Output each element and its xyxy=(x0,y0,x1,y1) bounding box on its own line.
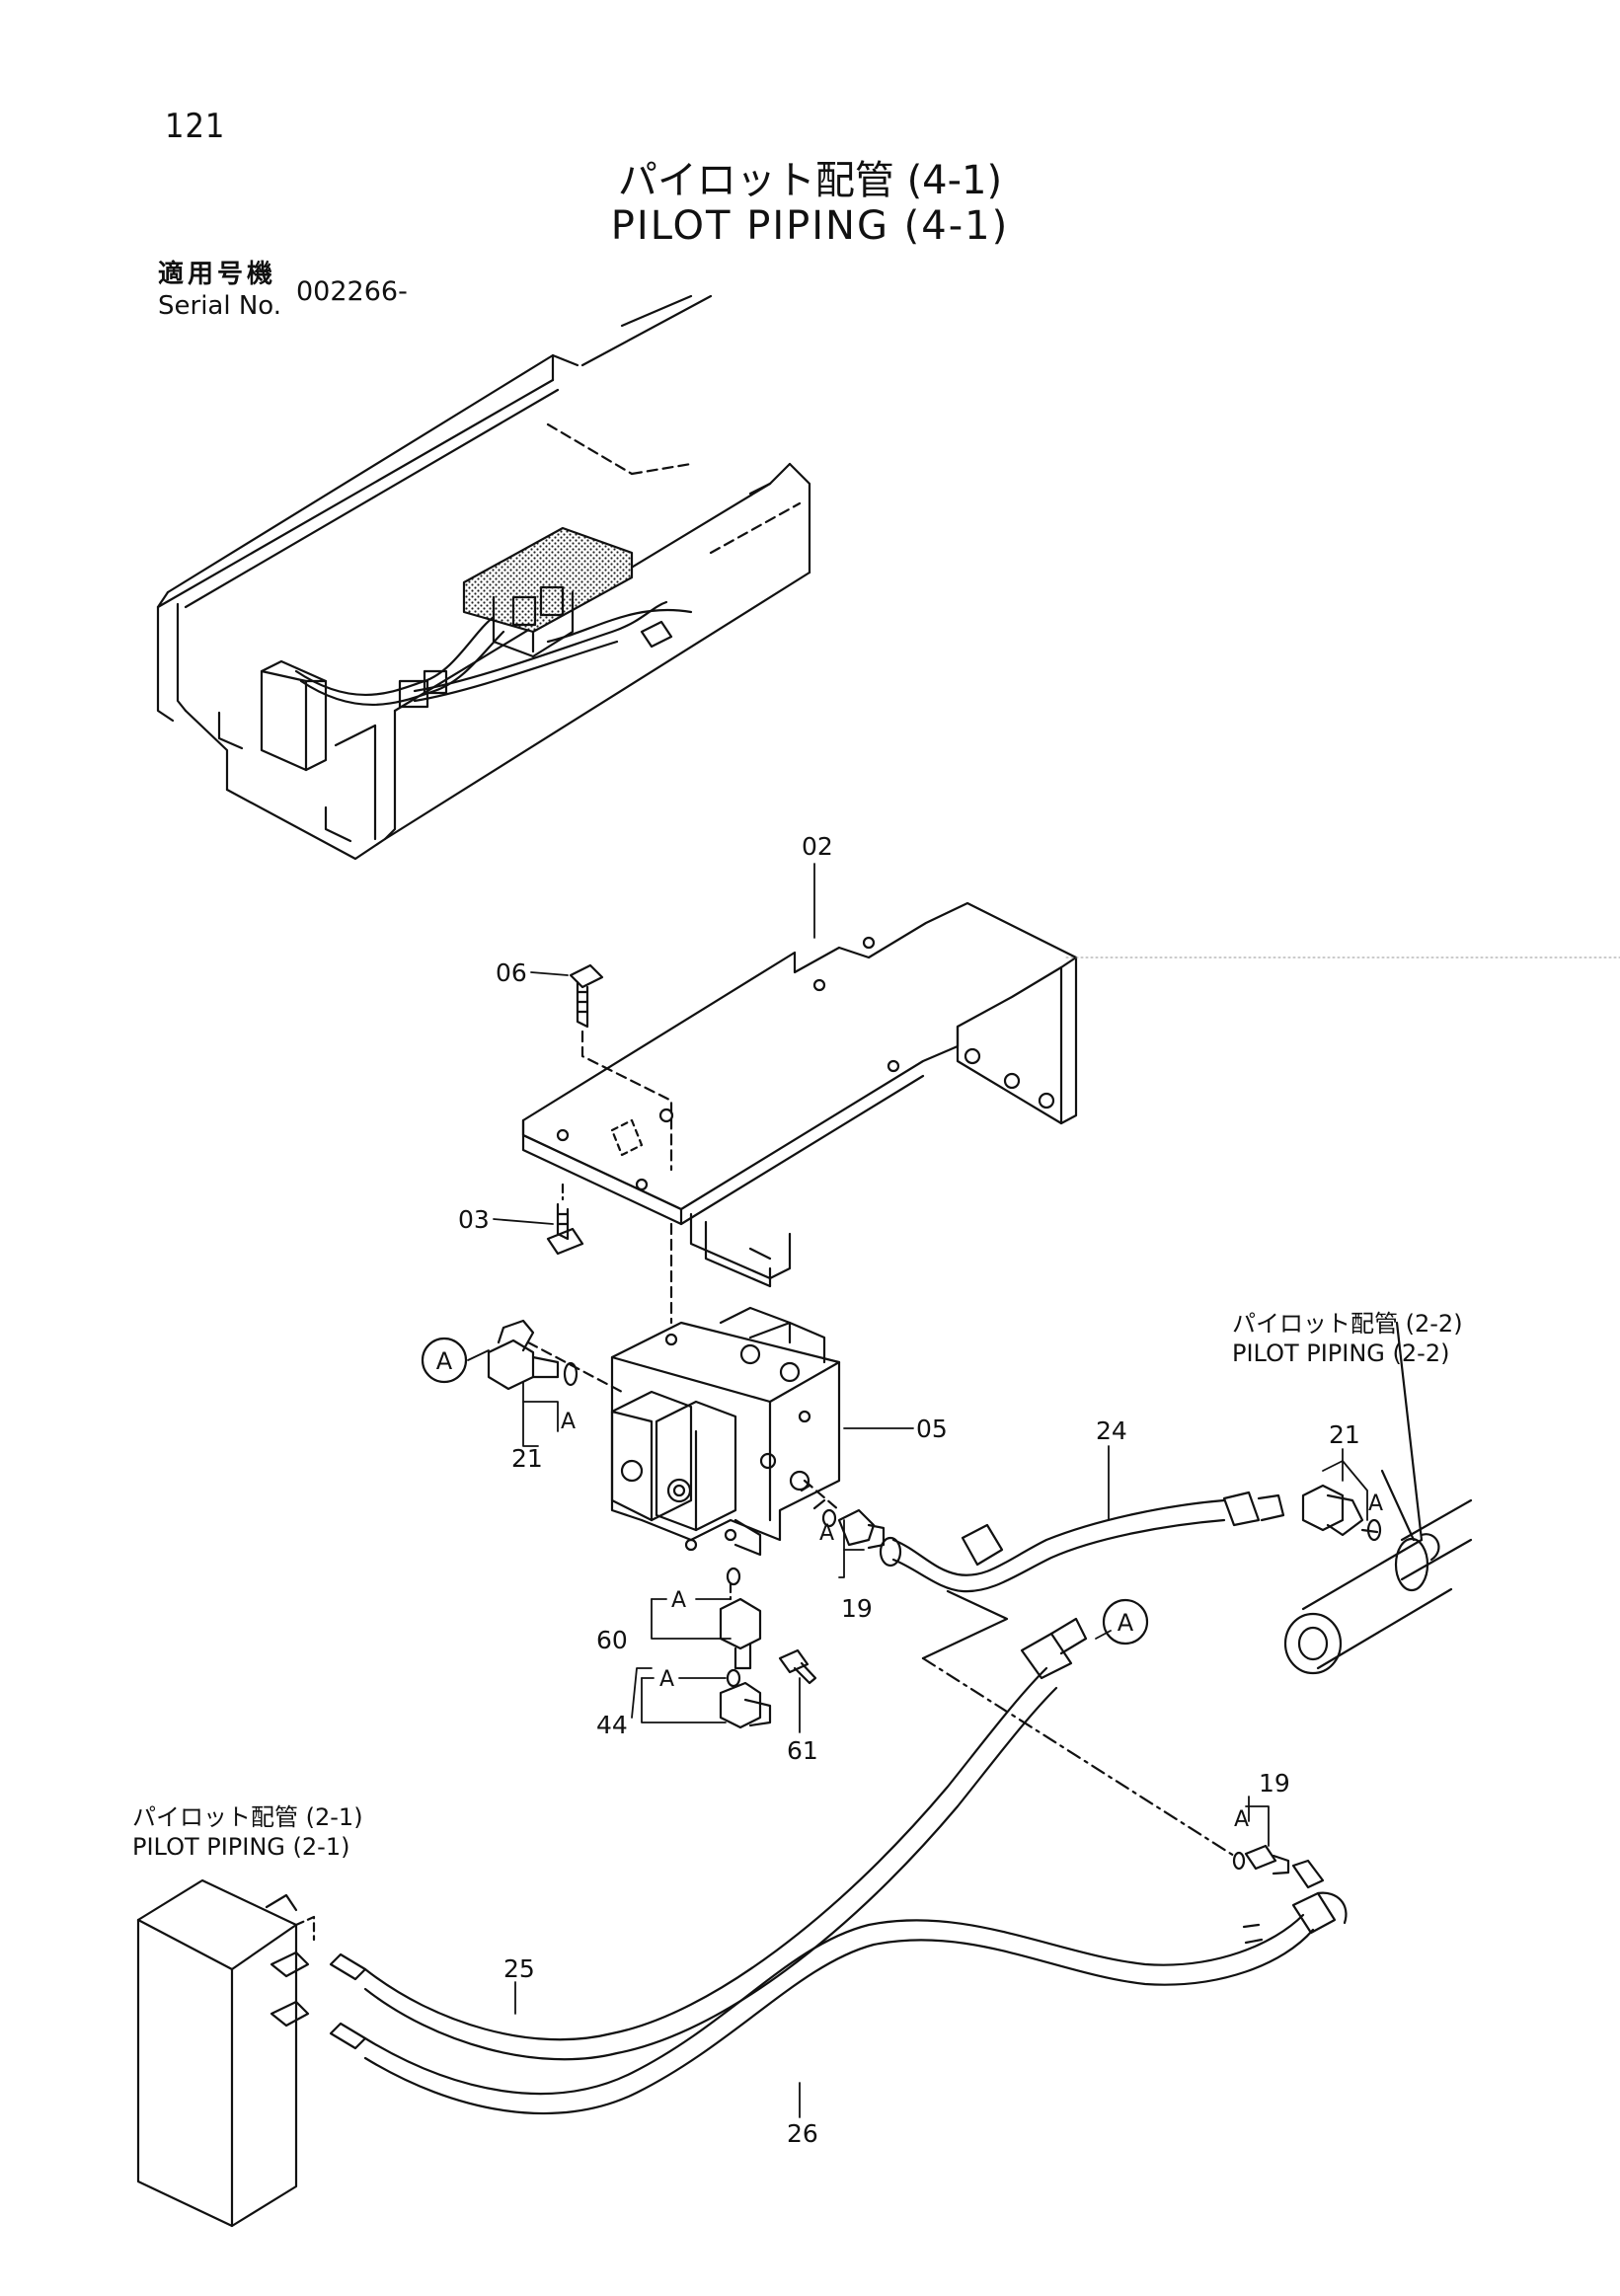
fitting-61 xyxy=(778,1648,817,1685)
lower-block-2-1 xyxy=(136,1878,316,2228)
leader-lines xyxy=(467,863,1368,2118)
callout-25[interactable]: 25 xyxy=(503,1954,535,1983)
valve-block xyxy=(610,1306,841,1557)
circle-marker-a-right-label: A xyxy=(1118,1609,1134,1637)
circle-marker-a-left xyxy=(421,1337,468,1384)
hose-25 xyxy=(329,1617,1088,2061)
tag-a-60: A xyxy=(671,1588,686,1613)
callout-03[interactable]: 03 xyxy=(458,1205,490,1234)
callout-05[interactable]: 05 xyxy=(916,1415,948,1443)
section-line-lower xyxy=(921,1656,1236,1858)
elbow-fitting-21-right xyxy=(1301,1484,1382,1542)
callout-19-upper[interactable]: 19 xyxy=(841,1594,873,1623)
callout-06[interactable]: 06 xyxy=(496,958,527,987)
ref-2-2-japanese: パイロット配管 (2-2) xyxy=(1232,1310,1463,1338)
fitting-44 xyxy=(719,1668,772,1729)
callout-19-lower[interactable]: 19 xyxy=(1259,1769,1290,1798)
callout-26[interactable]: 26 xyxy=(787,2119,818,2148)
ref-2-1-japanese: パイロット配管 (2-1) xyxy=(132,1803,363,1831)
wire-harness xyxy=(294,600,693,709)
callout-61[interactable]: 61 xyxy=(787,1736,818,1765)
callout-24[interactable]: 24 xyxy=(1096,1416,1127,1445)
serial-value: 002266- xyxy=(296,276,408,307)
ref-2-1-english: PILOT PIPING (2-1) xyxy=(132,1833,350,1861)
fitting-60 xyxy=(719,1567,762,1670)
callout-21-left[interactable]: 21 xyxy=(511,1444,543,1473)
bolt-06 xyxy=(569,963,673,1172)
serial-label-english: Serial No. xyxy=(158,291,281,321)
tag-a-19-lower: A xyxy=(1234,1807,1249,1832)
bracket-plate xyxy=(521,901,1078,1288)
ref-2-2-english: PILOT PIPING (2-2) xyxy=(1232,1339,1450,1367)
adapter-19-upper xyxy=(800,1479,886,1550)
title-japanese: パイロット配管 (4-1) xyxy=(617,158,1003,203)
frame-assembly xyxy=(156,294,811,861)
bolt-03 xyxy=(546,1183,584,1256)
tag-a-21-right: A xyxy=(1368,1492,1383,1516)
adapter-19-lower xyxy=(1232,1844,1325,1889)
callout-60[interactable]: 60 xyxy=(596,1626,628,1654)
section-line-upper xyxy=(921,1589,1009,1660)
circle-marker-a-left-label: A xyxy=(436,1347,453,1375)
solenoid-valve-unit-frame xyxy=(462,526,634,658)
serial-block: 適用号機 Serial No. 002266- xyxy=(158,259,408,322)
tag-a-44: A xyxy=(659,1667,674,1692)
title-english: PILOT PIPING (4-1) xyxy=(610,203,1010,249)
ref-pilot-piping-2-1[interactable]: パイロット配管 (2-1) PILOT PIPING (2-1) xyxy=(132,1802,363,1862)
right-cylinder-assembly xyxy=(1283,1321,1473,1675)
tag-a-19-upper: A xyxy=(819,1521,834,1546)
circle-marker-a-right xyxy=(1102,1598,1149,1645)
tag-a-21-left: A xyxy=(561,1410,576,1434)
elbow-fitting-21-left xyxy=(487,1319,624,1394)
ref-pilot-piping-2-2[interactable]: パイロット配管 (2-2) PILOT PIPING (2-2) xyxy=(1232,1309,1463,1368)
hose-26 xyxy=(329,1891,1348,2115)
serial-label-japanese: 適用号機 xyxy=(158,260,277,289)
callout-02[interactable]: 02 xyxy=(802,832,833,861)
hose-24 xyxy=(879,1491,1285,1593)
page-number: 121 xyxy=(165,107,226,146)
callout-44[interactable]: 44 xyxy=(596,1711,628,1739)
callout-21-right[interactable]: 21 xyxy=(1329,1420,1360,1449)
